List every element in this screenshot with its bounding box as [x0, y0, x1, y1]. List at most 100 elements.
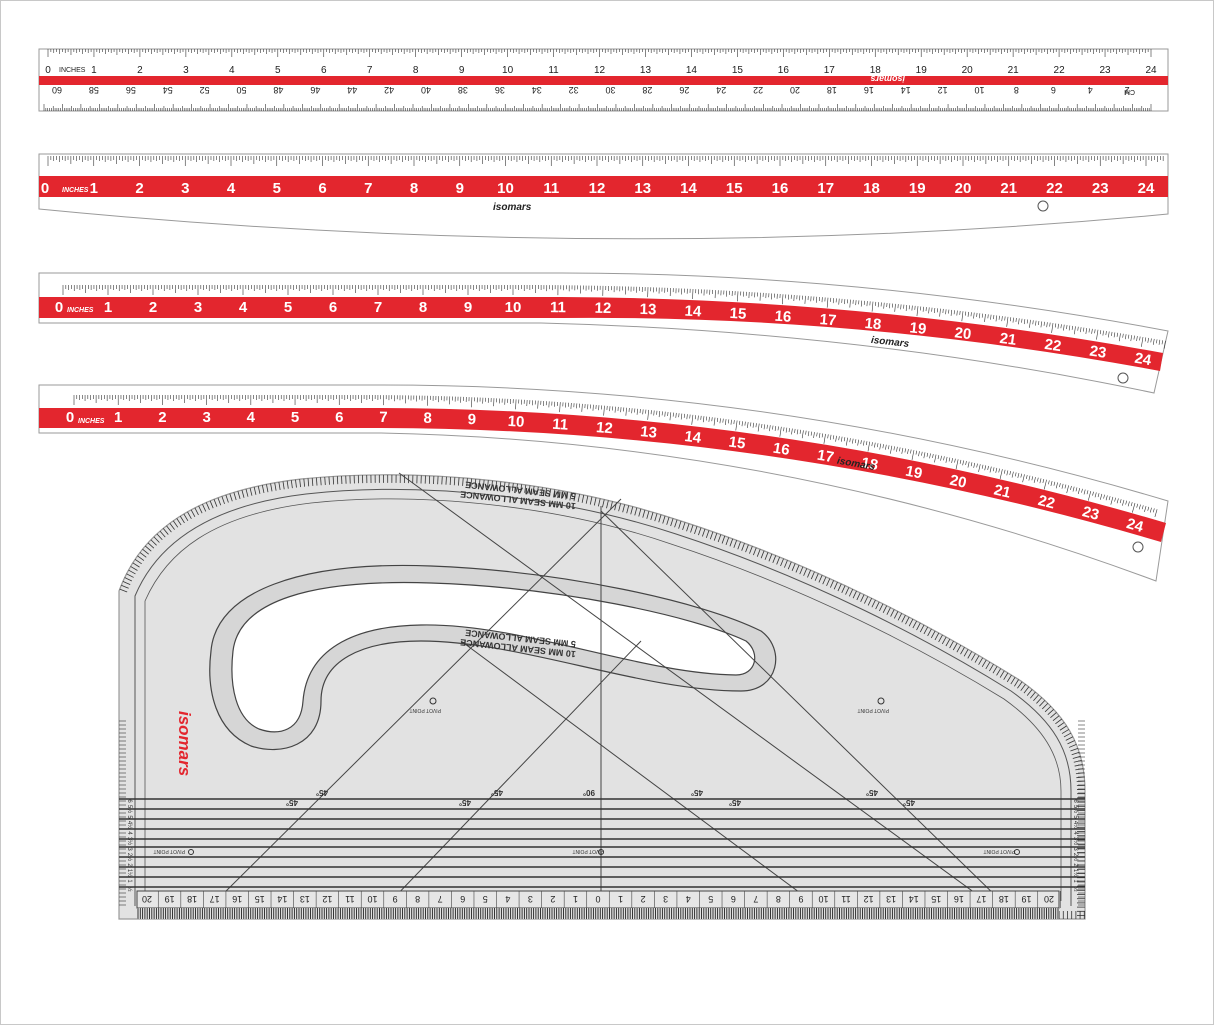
ruler-number: 12: [594, 300, 611, 317]
curve-ruler-1-brand: isomars: [493, 202, 532, 213]
ruler-number: 8: [419, 299, 427, 316]
cm-number: 54: [163, 85, 173, 95]
bottom-number: 3: [528, 894, 533, 904]
curve-ruler-3-hole: [1133, 542, 1143, 552]
ruler-number: 16: [772, 440, 791, 459]
inch-number: 19: [916, 65, 928, 76]
ruler-number: 17: [816, 447, 835, 467]
edge-tick: [446, 477, 447, 485]
side-number: 3½: [126, 837, 133, 845]
angle-label-3: 45°: [459, 798, 471, 807]
cm-number: 8: [1014, 85, 1019, 95]
ruler-number: 15: [729, 305, 747, 323]
cm-number: 44: [347, 85, 357, 95]
inch-number: 15: [732, 65, 744, 76]
inch-number: 5: [275, 65, 281, 76]
bottom-number: 9: [798, 894, 803, 904]
cm-number: 16: [864, 85, 874, 95]
angle-label-2: 45°: [316, 788, 328, 797]
ruler-number: 6: [318, 180, 326, 197]
ruler-number: 4: [227, 180, 236, 197]
side-number: 3½: [1072, 837, 1079, 845]
ruler-number: 3: [194, 299, 202, 316]
ruler-number: 21: [1000, 180, 1017, 197]
ruler-number: 20: [955, 180, 972, 197]
inch-number: 9: [459, 65, 465, 76]
angle-label-6: 45°: [729, 798, 741, 807]
pivot-point-label-2: PIVOT POINT: [857, 707, 889, 713]
ruler-number: 1: [90, 180, 98, 197]
angle-label-7: 45°: [866, 788, 878, 797]
ruler-number: 22: [1043, 336, 1062, 355]
inch-number: 22: [1054, 65, 1066, 76]
bottom-number: 19: [1021, 894, 1031, 904]
bottom-number: 6: [460, 894, 465, 904]
pivot-point-4: PIVOT POINT: [572, 848, 604, 855]
ruler-number: 0: [55, 299, 63, 316]
bottom-number: 16: [954, 894, 964, 904]
inch-number: 24: [1145, 65, 1157, 76]
bottom-number: 13: [886, 894, 896, 904]
inch-number: 17: [824, 65, 836, 76]
angle-label-4: 45°: [491, 788, 503, 797]
bottom-number: 6: [731, 894, 736, 904]
straight-ruler-cm-ticks: [44, 104, 1151, 111]
ruler-number: 10: [505, 299, 522, 316]
inch-number: 21: [1008, 65, 1020, 76]
ruler-number: 17: [819, 311, 837, 329]
cm-number: 50: [236, 85, 246, 95]
cm-number: 36: [495, 85, 505, 95]
ruler-number: 9: [456, 180, 464, 197]
cm-number: 38: [458, 85, 468, 95]
bottom-number: 15: [931, 894, 941, 904]
ruler-number: 5: [273, 180, 281, 197]
ruler-number: 24: [1138, 180, 1155, 197]
pivot-point-label-4: PIVOT POINT: [572, 848, 604, 854]
cm-number: 30: [605, 85, 615, 95]
ruler-number: 11: [543, 180, 559, 197]
bottom-number: 8: [776, 894, 781, 904]
ruler-number: 13: [639, 423, 657, 442]
side-number: 4½: [1072, 821, 1079, 829]
cm-number: 60: [52, 85, 62, 95]
edge-tick: [325, 477, 326, 485]
bottom-number: 2: [641, 894, 646, 904]
cm-number: 12: [938, 85, 948, 95]
bottom-number: 13: [300, 894, 310, 904]
cm-number: 58: [89, 85, 99, 95]
side-number: ½: [1072, 886, 1079, 891]
inch-number: 8: [413, 65, 419, 76]
side-number: 2½: [126, 853, 133, 861]
ruler-number: 13: [639, 301, 656, 319]
bottom-number: 18: [999, 894, 1009, 904]
ruler-number: 24: [1133, 350, 1153, 370]
cm-number: 32: [569, 85, 579, 95]
bottom-number: 16: [232, 894, 242, 904]
cm-number: 4: [1088, 85, 1093, 95]
cm-number: 22: [753, 85, 763, 95]
side-number: 1½: [1072, 869, 1079, 877]
ruler-number: 5: [291, 409, 299, 426]
angle-label-5: 45°: [691, 788, 703, 797]
bottom-number: 5: [708, 894, 713, 904]
ruler-number: 0: [66, 409, 74, 426]
ruler-number: 2: [149, 299, 157, 316]
ruler-number: 9: [464, 299, 472, 316]
bottom-number: 9: [393, 894, 398, 904]
cm-number: 28: [642, 85, 652, 95]
bottom-number: 3: [663, 894, 668, 904]
ruler-number: 22: [1046, 180, 1063, 197]
ruler-number: 18: [864, 315, 882, 333]
bottom-number: 4: [686, 894, 691, 904]
ruler-number: 18: [863, 180, 880, 197]
bottom-number: 7: [438, 894, 443, 904]
ruler-number: 3: [202, 409, 210, 426]
straight-ruler-cm-label: CM: [1124, 88, 1135, 95]
cm-number: 56: [126, 85, 136, 95]
bottom-number: 14: [277, 894, 287, 904]
ruler-number: 4: [247, 409, 256, 426]
inch-number: 6: [321, 65, 327, 76]
ruler-number: 11: [552, 416, 569, 434]
